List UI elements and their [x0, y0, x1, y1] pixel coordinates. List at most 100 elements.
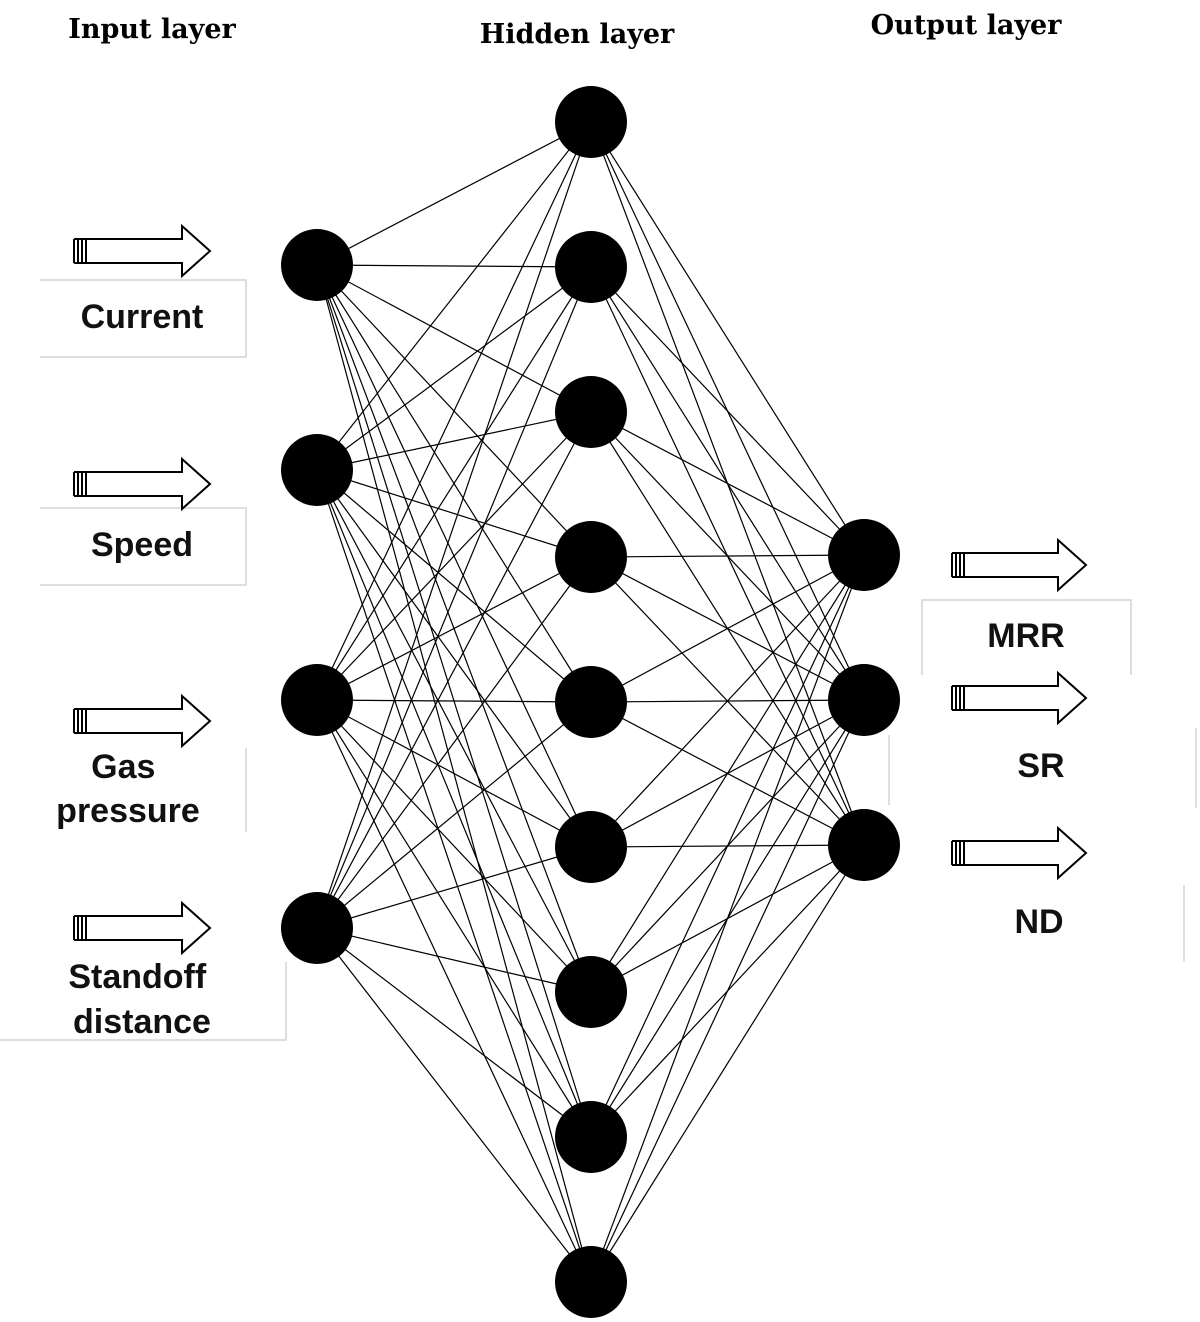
input-layer-title: Input layer — [68, 14, 236, 45]
edge-input-4-hidden-7 — [316, 927, 592, 993]
edge-hidden-4-output-1 — [590, 554, 865, 558]
input-arrow-1 — [73, 223, 212, 279]
input-node-1 — [281, 229, 353, 301]
input-arrow-2-tail — [73, 471, 86, 497]
input-arrow-2-shape — [85, 456, 212, 512]
edge-input-4-hidden-3 — [316, 411, 592, 929]
input-label-box-standoff — [0, 962, 287, 1041]
output-label-mrr: MRR — [987, 617, 1064, 655]
input-label-standoff-line1: Standoff — [68, 958, 207, 996]
input-node-4 — [281, 892, 353, 964]
input-node-3 — [281, 664, 353, 736]
edge-input-4-hidden-1 — [316, 121, 592, 929]
output-arrow-2 — [951, 670, 1088, 726]
input-arrow-3-tail — [73, 708, 86, 734]
arrows-group — [73, 223, 1088, 956]
edge-input-2-hidden-5 — [316, 469, 592, 703]
hidden-node-5 — [555, 666, 627, 738]
input-label-gas-pressure-line1: Gas — [91, 748, 155, 786]
input-node-2 — [281, 434, 353, 506]
hidden-node-7 — [555, 956, 627, 1028]
edge-input-4-hidden-8 — [316, 927, 592, 1138]
output-layer-title: Output layer — [871, 10, 1063, 41]
edge-input-3-hidden-4 — [316, 556, 592, 701]
edge-hidden-6-output-1 — [590, 554, 865, 848]
edge-input-3-hidden-9 — [316, 699, 592, 1283]
edge-input-2-hidden-2 — [316, 266, 592, 471]
edge-input-4-hidden-4 — [316, 556, 592, 929]
input-arrow-1-tail — [73, 238, 86, 264]
edge-hidden-5-output-1 — [590, 554, 865, 703]
output-arrow-2-shape — [963, 670, 1088, 726]
input-labels: Current Speed Gas pressure Standoff dist… — [56, 298, 215, 1041]
input-label-speed: Speed — [91, 526, 193, 564]
hidden-node-1 — [555, 86, 627, 158]
edge-input-2-hidden-9 — [316, 469, 592, 1283]
output-arrow-1-shape — [963, 537, 1088, 593]
edge-input-2-hidden-1 — [316, 121, 592, 471]
input-label-box-current — [40, 279, 247, 358]
output-label-boxes — [888, 599, 1197, 962]
input-label-boxes — [0, 279, 287, 1041]
output-label-sr-line1: SR — [1017, 747, 1064, 785]
input-arrow-3-shape — [85, 693, 212, 749]
edge-input-2-hidden-8 — [316, 469, 592, 1138]
hidden-node-4 — [555, 521, 627, 593]
edge-input-3-hidden-8 — [316, 699, 592, 1138]
input-label-current: Current — [81, 298, 204, 336]
edge-input-3-hidden-1 — [316, 121, 592, 701]
edge-hidden-1-output-1 — [590, 121, 865, 556]
edge-hidden-7-output-1 — [590, 554, 865, 993]
edge-hidden-8-output-1 — [590, 554, 865, 1138]
edge-input-4-hidden-2 — [316, 266, 592, 929]
edge-hidden-9-output-2 — [590, 699, 865, 1283]
input-label-standoff-distance: Standoff distance — [68, 958, 215, 1041]
hidden-node-6 — [555, 811, 627, 883]
edge-input-2-hidden-7 — [316, 469, 592, 993]
output-arrow-3-shape — [963, 825, 1088, 881]
edge-input-3-hidden-5 — [316, 699, 592, 703]
output-labels: MRR SR ND — [987, 617, 1064, 941]
edge-input-3-hidden-3 — [316, 411, 592, 701]
input-label-current-line1: Current — [81, 298, 204, 336]
output-arrow-3-tail — [951, 840, 964, 866]
edge-input-2-hidden-3 — [316, 411, 592, 471]
edge-input-2-hidden-6 — [316, 469, 592, 848]
edge-input-4-hidden-5 — [316, 701, 592, 929]
output-label-box-mrr — [921, 599, 1132, 675]
output-label-nd: ND — [1014, 903, 1063, 941]
input-arrow-4-tail — [73, 915, 86, 941]
output-label-mrr-line1: MRR — [987, 617, 1064, 655]
edge-hidden-9-output-1 — [590, 554, 865, 1283]
output-arrow-1 — [951, 537, 1088, 593]
hidden-layer-title: Hidden layer — [480, 19, 675, 50]
hidden-node-9 — [555, 1246, 627, 1318]
input-label-box-speed — [40, 507, 247, 586]
output-node-2 — [828, 664, 900, 736]
input-arrow-4 — [73, 900, 212, 956]
input-label-gas-pressure-line2: pressure — [56, 792, 200, 830]
nodes-group — [281, 86, 900, 1318]
input-label-standoff-line2: distance — [73, 1003, 211, 1041]
edge-input-1-hidden-2 — [316, 264, 592, 268]
hidden-node-8 — [555, 1101, 627, 1173]
output-node-3 — [828, 809, 900, 881]
input-label-speed-line1: Speed — [91, 526, 193, 564]
input-arrow-3 — [73, 693, 212, 749]
edge-input-4-hidden-9 — [316, 927, 592, 1283]
edge-input-2-hidden-4 — [316, 469, 592, 558]
output-arrow-3 — [951, 825, 1088, 881]
edge-input-1-hidden-3 — [316, 264, 592, 413]
edge-hidden-3-output-1 — [590, 411, 865, 556]
input-arrow-1-shape — [85, 223, 212, 279]
connections-group — [316, 121, 865, 1283]
hidden-node-3 — [555, 376, 627, 448]
edge-input-3-hidden-2 — [316, 266, 592, 701]
edge-hidden-2-output-1 — [590, 266, 865, 556]
edge-hidden-9-output-3 — [590, 844, 865, 1283]
hidden-node-2 — [555, 231, 627, 303]
output-node-1 — [828, 519, 900, 591]
output-label-nd-line1: ND — [1014, 903, 1063, 941]
output-arrow-2-tail — [951, 685, 964, 711]
